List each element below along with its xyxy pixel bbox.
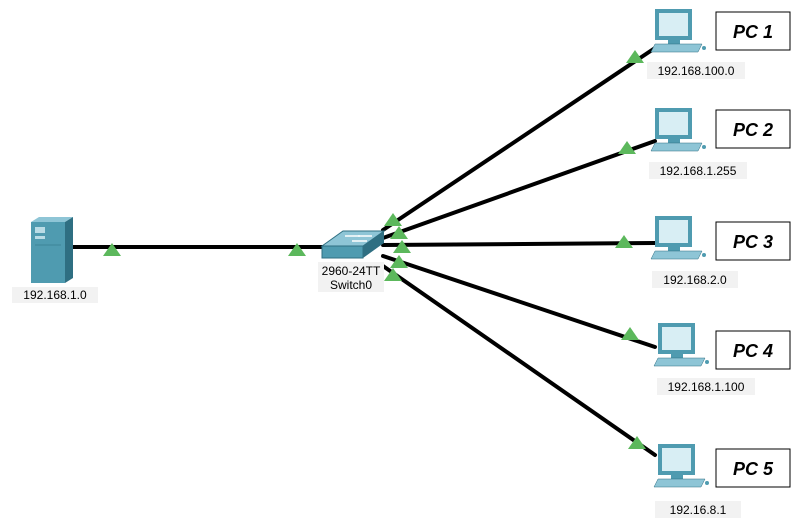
pc-name-label: PC 2	[733, 120, 773, 140]
network-switch-icon[interactable]	[320, 230, 386, 259]
links	[70, 46, 657, 457]
pc-device-3[interactable]: 192.168.2.0 PC 3	[650, 216, 791, 288]
pc-device-1[interactable]: 192.168.100.0 PC 1	[647, 9, 791, 79]
pc-name-label: PC 3	[733, 232, 773, 252]
pc-ip-label: 192.168.1.100	[668, 380, 745, 394]
port-up-indicator	[384, 213, 402, 226]
desktop-pc-icon[interactable]	[650, 108, 706, 152]
switch-model-label: 2960-24TT	[322, 264, 381, 278]
pc-name-label: PC 5	[733, 459, 774, 479]
port-up-indicator	[390, 226, 408, 239]
port-status-indicators	[103, 50, 646, 449]
pc-ip-label: 192.16.8.1	[670, 503, 727, 517]
port-up-indicator	[621, 327, 639, 340]
link-switch-pc5[interactable]	[381, 264, 657, 457]
pc-ip-label: 192.168.100.0	[658, 64, 735, 78]
port-up-indicator	[390, 255, 408, 268]
pc-name-box: PC 5	[715, 448, 791, 488]
link-switch-pc2[interactable]	[381, 139, 657, 240]
port-up-indicator	[288, 243, 306, 256]
desktop-pc-icon[interactable]	[653, 323, 709, 367]
link-switch-pc3[interactable]	[381, 241, 657, 247]
switch-name-label: Switch0	[330, 278, 372, 292]
server-tower-icon[interactable]	[31, 217, 73, 283]
desktop-pc-icon[interactable]	[650, 9, 706, 53]
server-ip-label: 192.168.1.0	[23, 288, 87, 302]
link-switch-pc4[interactable]	[381, 254, 657, 349]
server-device[interactable]: 192.168.1.0	[12, 217, 98, 303]
port-up-indicator	[393, 240, 411, 253]
pc-ip-label: 192.168.1.255	[660, 164, 737, 178]
pc-name-label: PC 4	[733, 341, 773, 361]
port-up-indicator	[384, 268, 402, 281]
pc-name-box: PC 3	[715, 221, 791, 261]
pc-device-4[interactable]: 192.168.1.100 PC 4	[653, 323, 791, 395]
port-up-indicator	[103, 243, 121, 256]
pc-name-box: PC 4	[715, 330, 791, 370]
pc-ip-label: 192.168.2.0	[663, 273, 727, 287]
port-up-indicator	[626, 50, 644, 63]
port-up-indicator	[618, 141, 636, 154]
pc-name-box: PC 1	[715, 11, 791, 51]
pc-device-2[interactable]: 192.168.1.255 PC 2	[649, 108, 791, 179]
port-up-indicator	[628, 436, 646, 449]
pc-name-label: PC 1	[733, 22, 773, 42]
link-switch-pc1[interactable]	[381, 46, 657, 232]
desktop-pc-icon[interactable]	[653, 444, 709, 488]
port-up-indicator	[615, 235, 633, 248]
switch-device[interactable]: 2960-24TT Switch0	[318, 230, 386, 292]
desktop-pc-icon[interactable]	[650, 216, 706, 260]
pc-name-box: PC 2	[715, 109, 791, 149]
pc-device-5[interactable]: 192.16.8.1 PC 5	[653, 444, 791, 518]
